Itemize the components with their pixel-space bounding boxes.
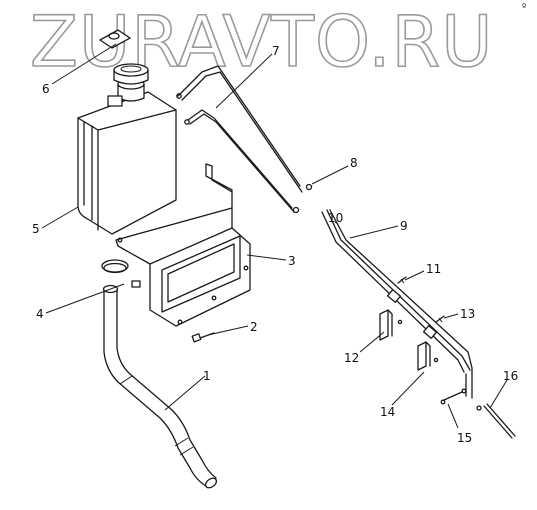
callout-16: 16 — [503, 369, 518, 383]
callout-13: 13 — [460, 307, 475, 321]
part-4-clamp — [101, 259, 141, 288]
callout-4: 4 — [36, 307, 44, 321]
part-15-rod — [440, 388, 467, 405]
part-3-bracket — [115, 163, 251, 327]
watermark-text: ZURAVTO.RU — [30, 1, 493, 83]
leader-lines — [41, 43, 508, 429]
callout-1: 1 — [203, 369, 211, 383]
part-16-rod — [476, 403, 516, 439]
part-12-bracket — [379, 309, 403, 341]
part-13-bolt — [435, 315, 445, 323]
part-2-bolt — [191, 332, 215, 343]
callout-labels: 1 2 3 4 5 6 7 8 9 10 11 12 13 14 15 16 — [32, 44, 518, 445]
part-7-8-pipes — [176, 65, 313, 214]
callout-2: 2 — [250, 320, 258, 334]
corner-mark: º — [522, 3, 526, 13]
callout-6: 6 — [42, 82, 50, 96]
callout-11: 11 — [426, 262, 441, 276]
callout-5: 5 — [32, 222, 40, 236]
callout-7: 7 — [272, 44, 280, 58]
part-5-tank — [77, 63, 177, 235]
callout-15: 15 — [457, 431, 472, 445]
callout-14: 14 — [380, 405, 395, 419]
callout-9: 9 — [400, 219, 408, 233]
callout-10: 10 — [328, 211, 343, 225]
callout-3: 3 — [288, 254, 296, 268]
part-9-10-pipes — [321, 209, 473, 399]
part-14-bracket — [417, 341, 439, 371]
callout-12: 12 — [344, 351, 359, 365]
part-6-fitting — [99, 29, 131, 49]
callout-8: 8 — [350, 156, 358, 170]
part-11-bolt — [397, 276, 407, 284]
